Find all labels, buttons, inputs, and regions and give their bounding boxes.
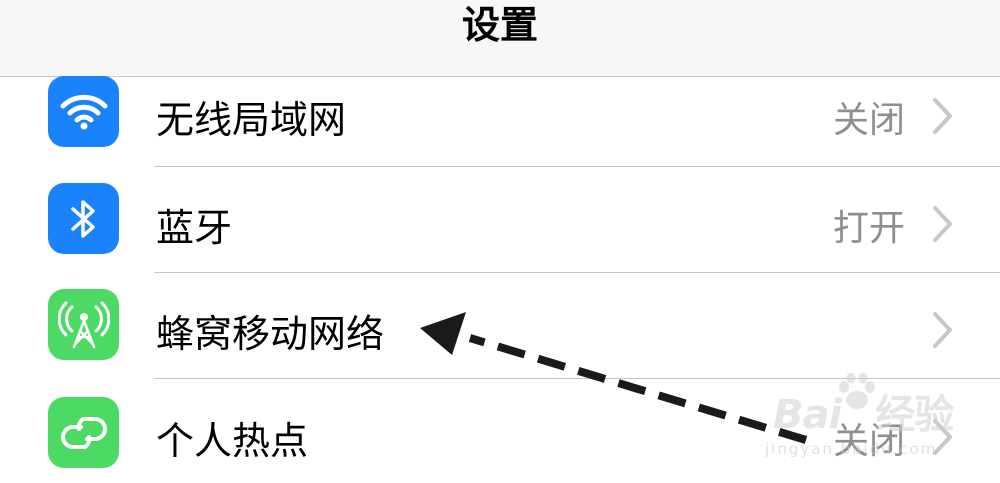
settings-row-cellular[interactable]: 蜂窝移动网络	[0, 272, 1000, 378]
cellular-icon	[48, 289, 119, 360]
chevron-right-icon	[933, 98, 952, 134]
paw-icon	[839, 372, 875, 409]
row-separator	[154, 166, 1000, 167]
row-separator	[154, 378, 1000, 379]
chevron-right-icon	[933, 206, 952, 242]
chevron-right-icon	[933, 419, 952, 455]
settings-row-value: 关闭	[832, 100, 905, 141]
settings-row-label: 个人热点	[156, 419, 309, 463]
row-separator	[154, 272, 1000, 273]
hotspot-icon	[48, 397, 119, 468]
settings-row-label: 无线局域网	[156, 98, 347, 142]
settings-row-label: 蜂窝移动网络	[156, 312, 385, 356]
settings-row-wlan[interactable]: 无线局域网 关闭	[0, 64, 1000, 170]
wifi-icon	[48, 76, 119, 147]
settings-row-label: 蓝牙	[156, 206, 233, 250]
watermark-site: jingyan.baidu.com	[765, 440, 938, 458]
settings-row-value: 关闭	[832, 421, 905, 462]
page-title: 设置	[461, 3, 538, 47]
settings-row-bluetooth[interactable]: 蓝牙 打开	[0, 166, 1000, 272]
settings-row-value: 打开	[832, 208, 905, 249]
chevron-right-icon	[933, 312, 952, 348]
navigation-bar: 设置	[0, 0, 1000, 77]
bluetooth-icon	[48, 183, 119, 254]
settings-row-hotspot[interactable]: 个人热点 关闭	[0, 378, 1000, 483]
